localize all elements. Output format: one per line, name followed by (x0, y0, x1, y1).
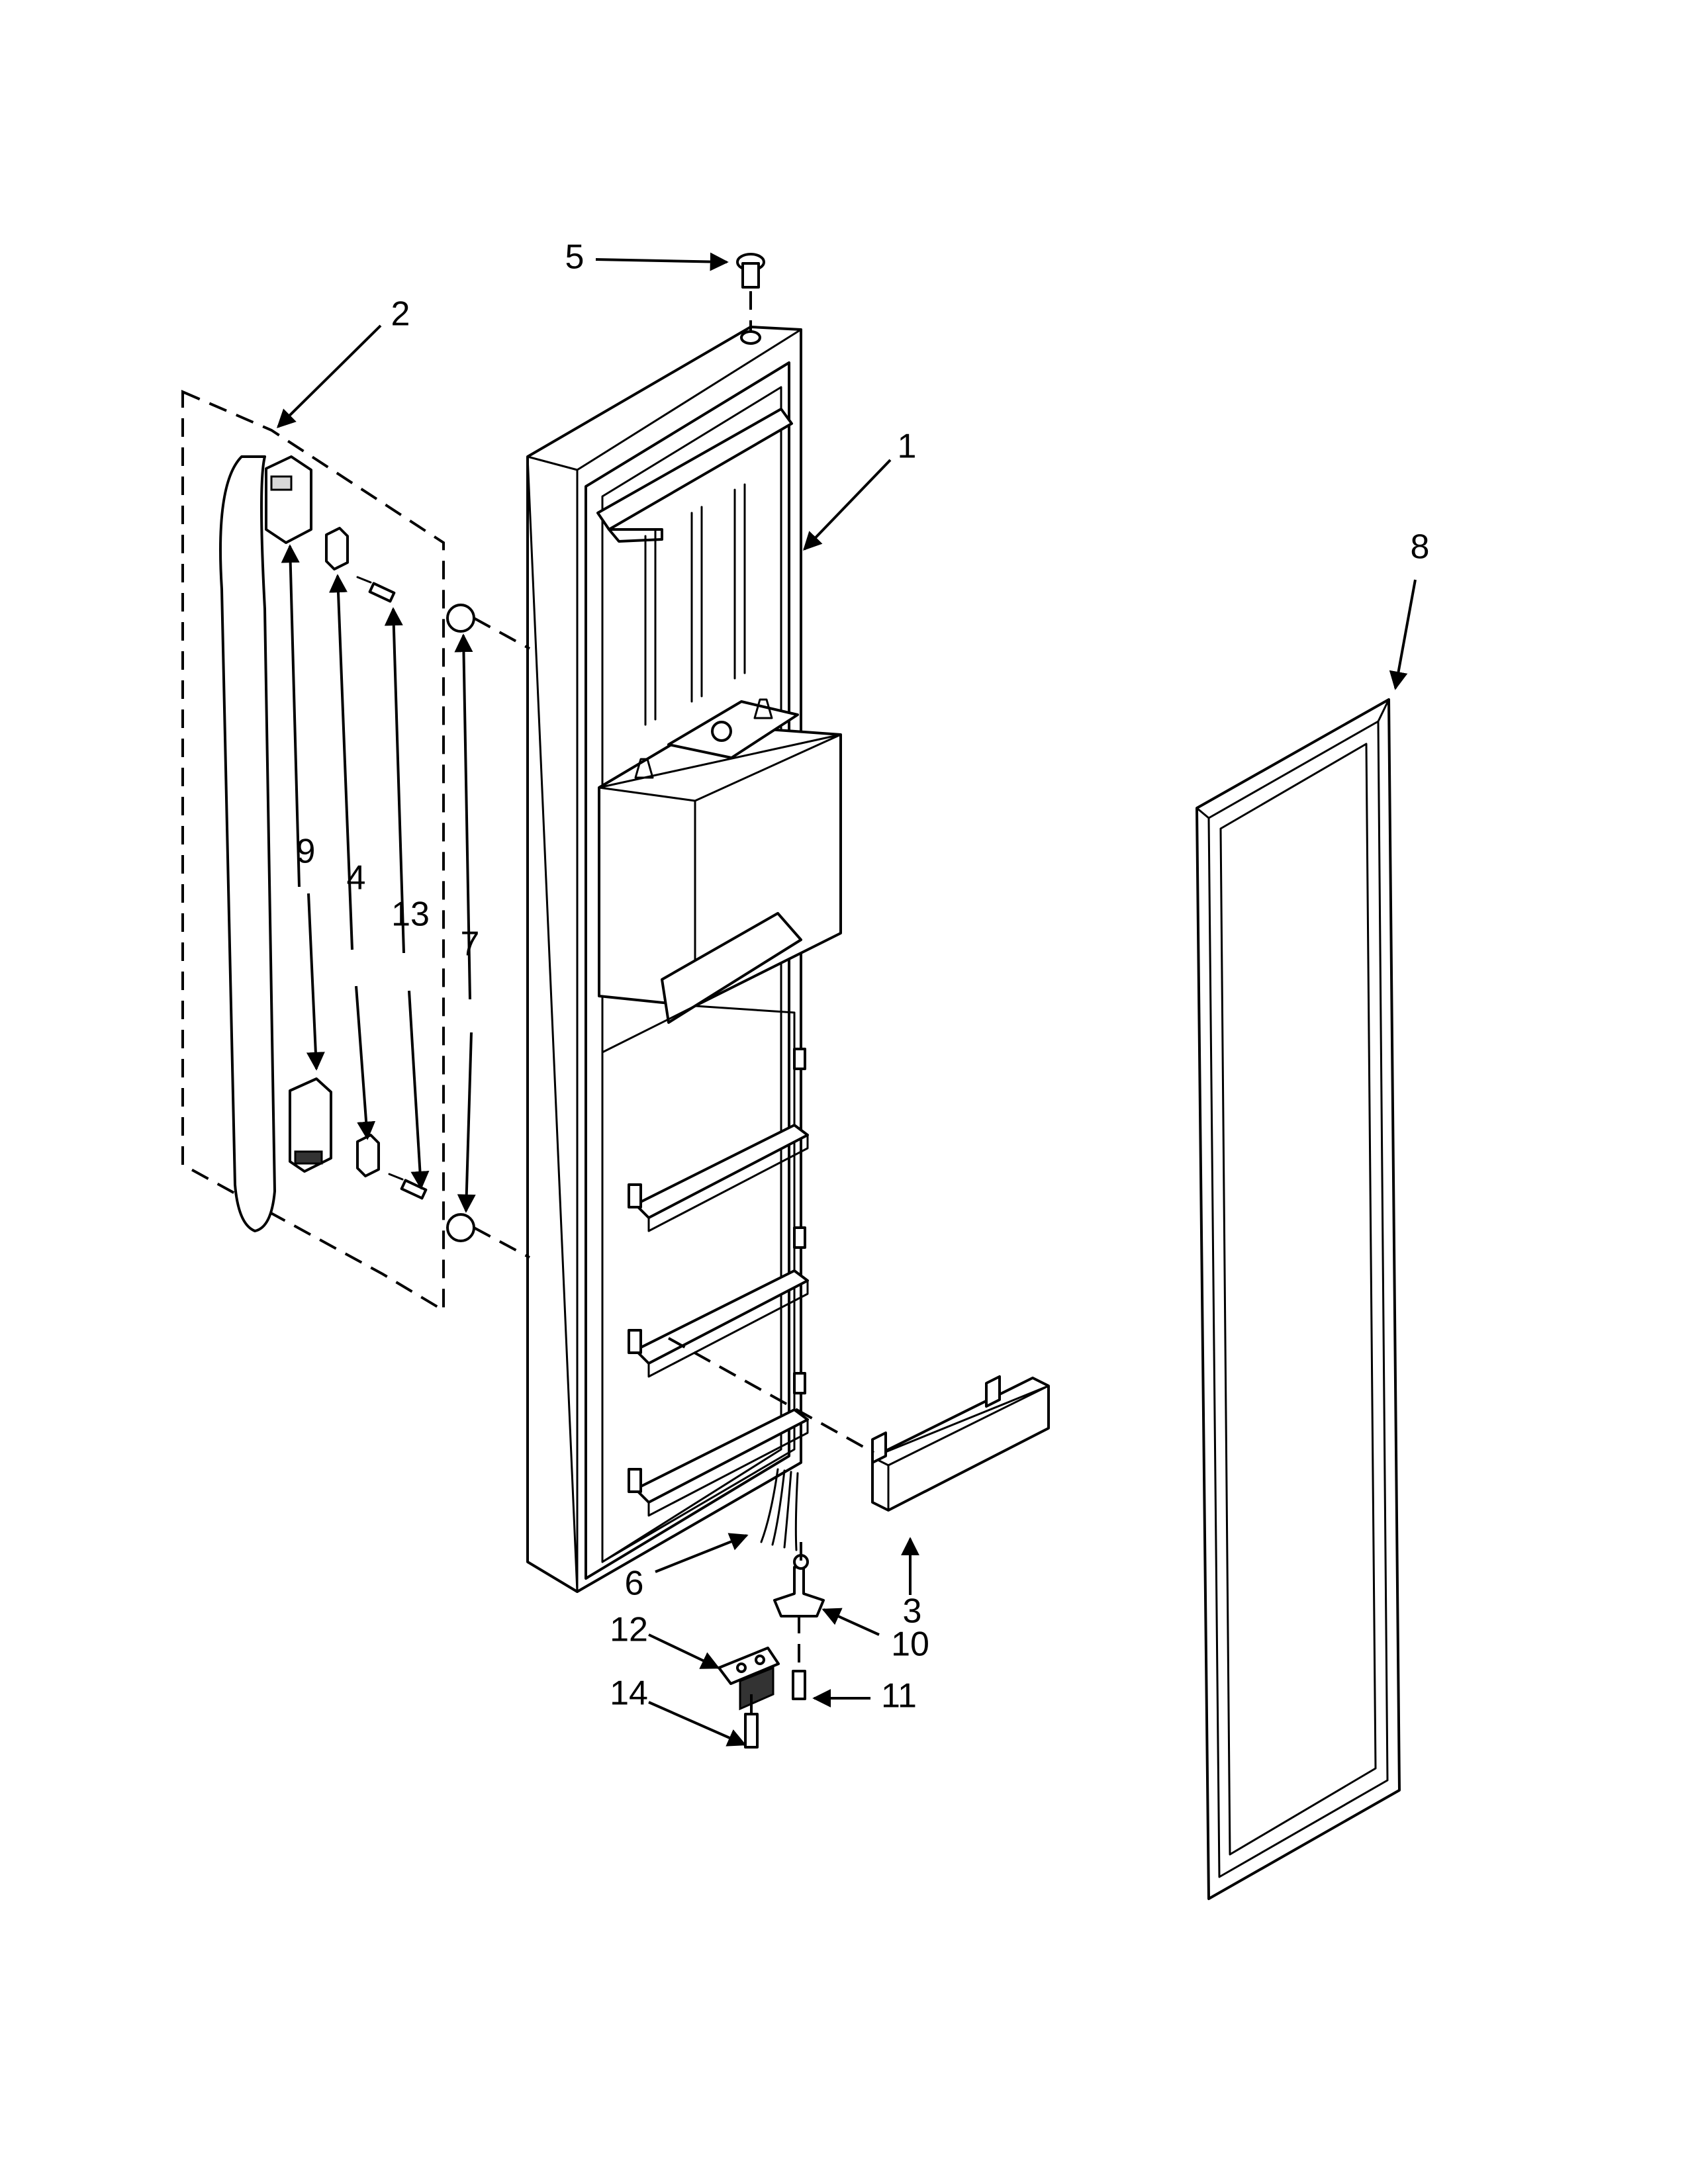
callout-5: 5 (565, 238, 585, 277)
callouts: 1 2 3 4 5 6 7 8 9 10 11 12 13 14 (297, 238, 1430, 1715)
callout-4: 4 (347, 859, 366, 897)
leader-lines (277, 252, 1417, 1747)
callout-12: 12 (610, 1611, 648, 1649)
callout-13: 13 (391, 895, 430, 934)
handle-assembly (181, 389, 530, 1313)
callout-3: 3 (903, 1592, 922, 1631)
door-bin (668, 1337, 1050, 1512)
callout-14: 14 (610, 1674, 648, 1713)
callout-7: 7 (461, 925, 480, 964)
callout-10: 10 (891, 1625, 929, 1664)
callout-6: 6 (625, 1565, 644, 1603)
callout-9: 9 (297, 833, 316, 871)
door-gasket (1196, 698, 1401, 1900)
callout-2: 2 (391, 295, 410, 334)
hinge-hardware (718, 1542, 825, 1749)
door-plug (736, 253, 765, 345)
callout-8: 8 (1411, 528, 1430, 567)
callout-1: 1 (898, 428, 917, 466)
refrigerator-door (526, 326, 842, 1593)
callout-11: 11 (881, 1677, 917, 1715)
